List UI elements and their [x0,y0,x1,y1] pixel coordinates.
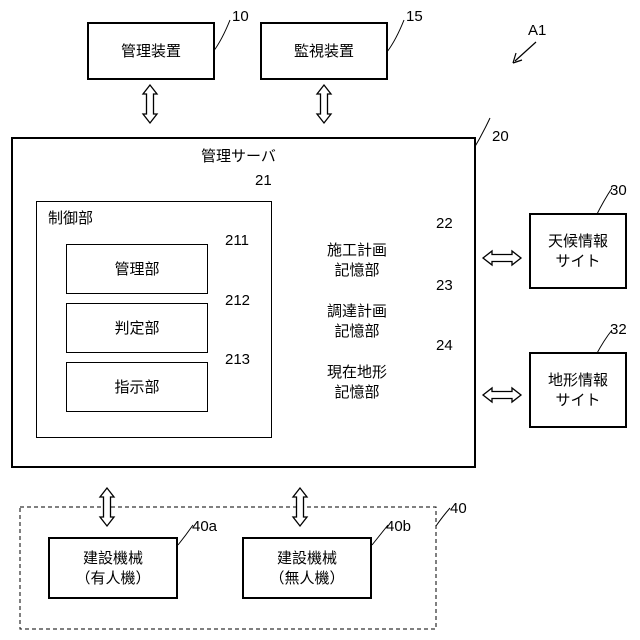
management-server-title: 管理サーバ [201,145,276,166]
management-device-box: 管理装置 [87,22,215,80]
arrow-server-weather [483,251,521,265]
weather-site-ref: 30 [610,182,627,199]
current-terrain-storage-ref: 24 [436,337,453,354]
control-unit-title: 制御部 [48,207,93,228]
management-unit-label: 管理部 [114,259,159,279]
instruction-unit-ref: 213 [225,351,250,368]
management-device-label: 管理装置 [121,41,181,61]
arrow-server-terrain [483,388,521,402]
manned-machine-ref: 40a [192,518,217,535]
management-server-ref: 20 [492,128,509,145]
manned-machine-box: 建設機械 （有人機） [48,537,178,599]
instruction-unit-box: 指示部 [66,362,208,412]
monitoring-device-box: 監視装置 [260,22,388,80]
instruction-unit-label: 指示部 [114,377,159,397]
figure-ref: A1 [528,22,546,39]
judgment-unit-box: 判定部 [66,303,208,353]
current-terrain-storage-label: 現在地形 記憶部 [302,362,412,403]
procurement-plan-storage-label: 調達計画 記憶部 [302,301,412,342]
construction-plan-storage-ref: 22 [436,215,453,232]
weather-site-box: 天候情報 サイト [529,213,627,289]
unmanned-machine-box: 建設機械 （無人機） [242,537,372,599]
terrain-site-ref: 32 [610,321,627,338]
weather-site-label: 天候情報 サイト [548,231,608,272]
arrow-monitoring-server [317,85,331,123]
monitoring-device-ref: 15 [406,8,423,25]
unmanned-machine-ref: 40b [386,518,411,535]
terrain-site-label: 地形情報 サイト [548,370,608,411]
terrain-site-box: 地形情報 サイト [529,352,627,428]
arrow-management-server [143,85,157,123]
manned-machine-label: 建設機械 （有人機） [75,548,150,589]
management-device-ref: 10 [232,8,249,25]
unmanned-machine-label: 建設機械 （無人機） [269,548,344,589]
control-unit-ref: 21 [255,172,272,189]
monitoring-device-label: 監視装置 [294,41,354,61]
procurement-plan-storage-ref: 23 [436,277,453,294]
management-unit-box: 管理部 [66,244,208,294]
judgment-unit-ref: 212 [225,292,250,309]
management-unit-ref: 211 [225,232,249,249]
machines-group-ref: 40 [450,500,467,517]
construction-plan-storage-label: 施工計画 記憶部 [302,240,412,281]
judgment-unit-label: 判定部 [114,318,159,338]
